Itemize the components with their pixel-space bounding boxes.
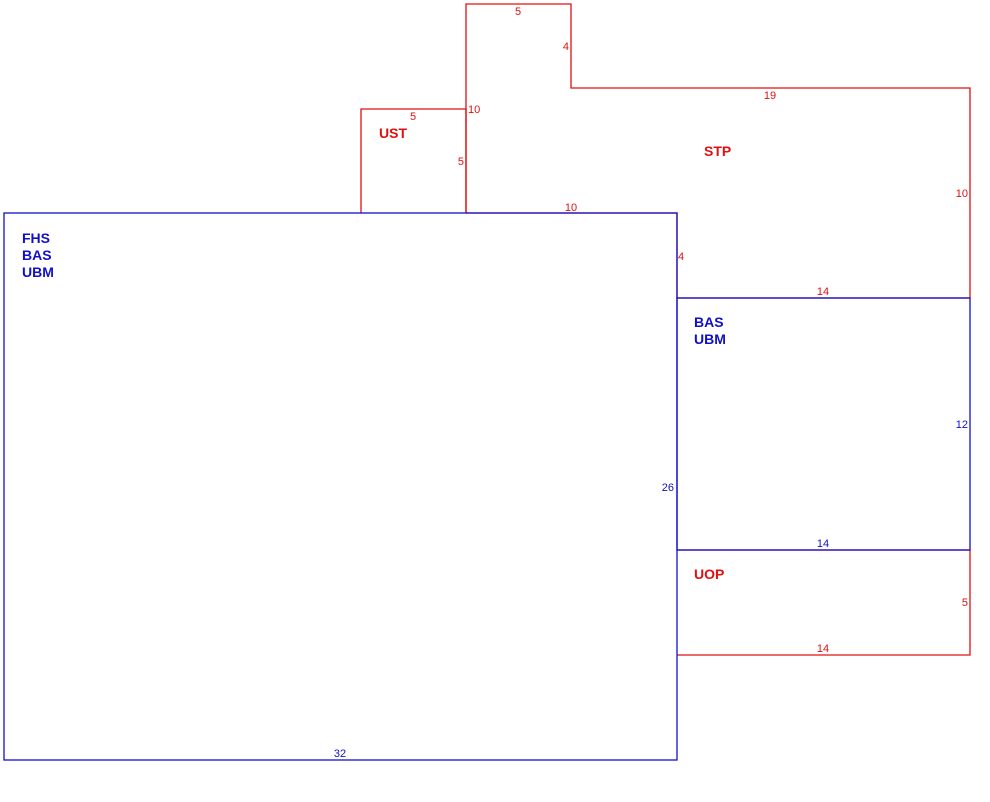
dim-porch-right: 5 [962, 597, 968, 609]
dim-main-right: 26 [662, 482, 674, 494]
dim-stoop-right: 10 [956, 188, 968, 200]
porch-code: UOP [694, 566, 724, 582]
rear-code-2: UBM [694, 331, 726, 347]
dim-rear-right: 12 [956, 419, 968, 431]
storage-outline [360, 108, 467, 213]
exterior-outlines [360, 3, 971, 656]
dim-storage-top: 5 [410, 111, 416, 123]
rear-code-1: BAS [694, 314, 724, 330]
storage-code: UST [379, 125, 407, 141]
dim-stoop-top-long: 19 [764, 90, 776, 102]
dim-stoop-notch-drop: 4 [563, 41, 569, 53]
dim-stoop-left: 10 [468, 104, 480, 116]
dim-stoop-bottom-left: 10 [565, 202, 577, 214]
dim-rear-top: 14 [817, 286, 829, 298]
main-code-2: BAS [22, 247, 52, 263]
dim-stoop-bottom-right-drop: 4 [678, 251, 684, 263]
living-outlines [3, 212, 971, 761]
main-area-outline [3, 212, 678, 761]
main-code-3: UBM [22, 264, 54, 280]
dim-storage-right: 5 [458, 156, 464, 168]
dim-stoop-notch-top: 5 [515, 6, 521, 18]
dim-porch-bottom: 14 [817, 643, 829, 655]
dim-main-bottom: 32 [334, 748, 346, 760]
rear-area-outline [676, 297, 971, 551]
stoop-code: STP [704, 143, 731, 159]
dim-rear-bottom: 14 [817, 538, 829, 550]
main-code-1: FHS [22, 230, 50, 246]
